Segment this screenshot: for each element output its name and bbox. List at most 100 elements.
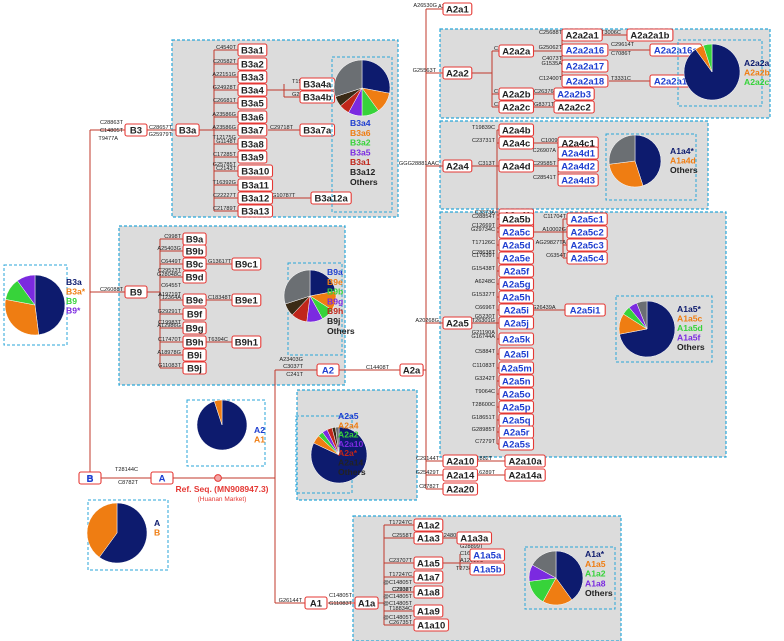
clade-box xyxy=(498,400,535,414)
clade-label-a1a: A1a xyxy=(358,598,376,609)
mutation-label: C2558T xyxy=(392,533,412,539)
clade-label-b9d: B9d xyxy=(186,272,204,283)
legend-box xyxy=(677,39,763,107)
legend-item: B3a xyxy=(66,277,82,287)
clade-box xyxy=(182,361,207,375)
mutation-label: A26530G xyxy=(413,3,437,9)
mutation-label: A12986G xyxy=(157,323,181,329)
mutation-label: C19983T xyxy=(158,320,182,326)
clade-label-b3: B3 xyxy=(130,125,142,136)
clade-label-b9c1: B9c1 xyxy=(235,259,258,270)
clade-box xyxy=(557,159,599,173)
mutation-label: C6455T xyxy=(161,283,181,289)
mutation-label: T28600C xyxy=(472,402,495,408)
mutation-label: G29734C xyxy=(471,227,495,233)
mutation-label: T12175G xyxy=(213,135,236,141)
clade-box xyxy=(442,159,473,173)
clade-label-a1a3a: A1a3a xyxy=(460,533,489,544)
pie-slice-b3a4 xyxy=(361,59,391,94)
clade-label-b3a5: B3a5 xyxy=(241,98,264,109)
clade-label-b-big: B xyxy=(87,474,94,485)
mutation-label: C14408T xyxy=(366,365,390,371)
mutation-label: C4073T xyxy=(542,56,562,62)
mutation-label: C29585T xyxy=(533,161,557,167)
clade-label-a2a2c: A2a2c xyxy=(502,102,530,113)
mutation-label: T17247C xyxy=(389,572,412,578)
clade-label-a1a5: A1a5 xyxy=(417,558,440,569)
mutation-label: G15327T xyxy=(472,292,496,298)
clade-box xyxy=(498,225,535,239)
mutation-label: C26088T xyxy=(100,287,124,293)
clade-label-a2a4: A2a4 xyxy=(446,161,469,172)
mutation-label: C6696T xyxy=(475,305,495,311)
legend-box xyxy=(295,415,353,494)
legend-item: A2a2 xyxy=(338,430,359,440)
mutation-label: C8782T xyxy=(118,480,138,486)
legend-item: A2a10 xyxy=(338,439,364,449)
mutation-label: C26907A xyxy=(533,148,557,154)
mutation-label: AG29827TA xyxy=(536,240,567,246)
mutation-label: C25688T xyxy=(539,30,563,36)
clade-box xyxy=(504,468,546,482)
clade-label-a2a2a1: A2a2a1 xyxy=(565,30,599,41)
mutation-label: C29144T xyxy=(416,456,440,462)
legend-item: A2a4 xyxy=(338,420,359,430)
clade-label-a2a14: A2a14 xyxy=(446,470,475,481)
clade-label-a2a5n: A2a5n xyxy=(502,376,531,387)
clade-label-a2a5: A2a5 xyxy=(446,318,469,329)
clade-box xyxy=(553,100,595,114)
clade-label-b3a: B3a xyxy=(179,125,197,136)
legend-box xyxy=(186,399,266,467)
clade-label-b3a4: B3a4 xyxy=(241,85,264,96)
mutation-label: T12364A xyxy=(158,295,181,301)
pie-slice-b xyxy=(86,502,118,558)
mutation-label: A20268G xyxy=(415,318,439,324)
clade-label-a2a5e: A2a5e xyxy=(502,253,530,264)
legend-item: B9g xyxy=(327,296,343,306)
clade-box xyxy=(564,303,606,317)
clade-label-b3a1: B3a1 xyxy=(241,45,264,56)
pie-slice-a1a4d xyxy=(608,160,644,188)
mutation-label: C22227T xyxy=(213,193,237,199)
legend-item: A2a14 xyxy=(338,458,364,468)
mutation-label: C998T xyxy=(164,234,181,240)
legend-item: B9 xyxy=(66,296,77,306)
mutation-label: @C14805T xyxy=(383,601,412,607)
mutation-label: C14805T xyxy=(100,128,124,134)
mutation-label: G16744A xyxy=(471,334,495,340)
mutation-label: G13617T xyxy=(208,259,232,265)
clade-label-a2a5k: A2a5k xyxy=(502,334,531,345)
clade-box xyxy=(561,43,609,57)
mutation-label: G28985T xyxy=(472,427,496,433)
clade-box xyxy=(299,90,336,104)
clade-label-b9e1: B9e1 xyxy=(235,295,258,306)
clade-box xyxy=(469,548,506,562)
clade-box xyxy=(498,303,535,317)
clade-box xyxy=(456,531,493,545)
clade-label-a2a10: A2a10 xyxy=(446,456,474,467)
clade-box xyxy=(498,374,535,388)
mutation-label: C241T xyxy=(286,372,303,378)
clade-box xyxy=(304,596,328,610)
mutation-label: C26681T xyxy=(213,98,237,104)
clade-label-a2a5r: A2a5r xyxy=(503,427,530,438)
legend-item: A1a5d xyxy=(677,323,703,333)
clade-box xyxy=(399,363,424,377)
clade-label-b3a10: B3a10 xyxy=(241,166,269,177)
clade-label-a2a2a16: A2a2a16 xyxy=(566,45,605,56)
legend-item: Others xyxy=(585,588,613,598)
clade-label-a2a5c3: A2a5c3 xyxy=(570,240,603,251)
clade-label-b3a3: B3a3 xyxy=(241,72,264,83)
clade-label-a2a5c: A2a5c xyxy=(502,227,530,238)
mutation-label: T16392G xyxy=(213,180,236,186)
mutation-label: G8371T xyxy=(534,102,555,108)
mutation-label: C4540T xyxy=(216,45,236,51)
clade-box xyxy=(182,257,207,271)
legend-item: A1a4* xyxy=(670,146,695,156)
mutation-label: A10002G xyxy=(542,227,566,233)
clade-box xyxy=(310,191,352,205)
clade-label-b3a11: B3a11 xyxy=(242,180,270,191)
legend-item: Others xyxy=(338,467,366,477)
clade-box xyxy=(175,123,200,137)
mutation-label: A24805G xyxy=(440,533,464,539)
